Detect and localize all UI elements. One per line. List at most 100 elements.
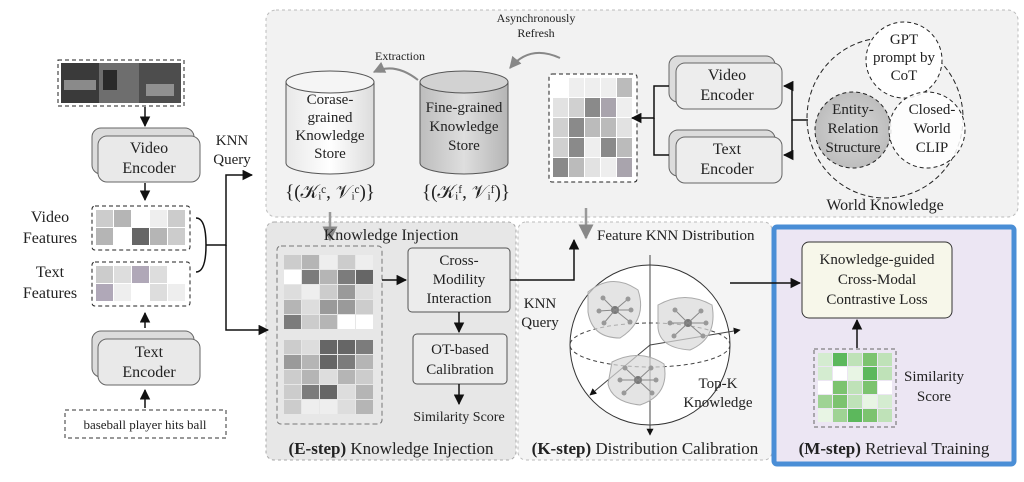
grid-cell	[848, 381, 862, 394]
contrastive-loss-box	[801, 241, 953, 319]
grid-cell	[168, 210, 185, 227]
grid-cell	[96, 210, 113, 227]
grid-cell	[320, 285, 337, 299]
grid-cell	[302, 400, 319, 414]
grid-cell	[585, 118, 600, 137]
grid-cell	[833, 395, 847, 408]
similarity-score-grid	[818, 353, 892, 422]
grid-cell	[302, 285, 319, 299]
text-features-label-2: Features	[23, 285, 77, 302]
closed-world-label-3: CLIP	[916, 140, 949, 156]
grid-cell	[96, 266, 113, 283]
knowledge-cluster-1	[587, 281, 642, 339]
grid-cell	[356, 300, 373, 314]
grid-cell	[863, 353, 877, 366]
injection-grid-frame	[276, 245, 383, 425]
grid-cell	[553, 98, 568, 117]
grid-cell	[132, 284, 149, 301]
grid-cell	[338, 370, 355, 384]
grid-cell	[302, 300, 319, 314]
grid-cell	[168, 266, 185, 283]
grid-cell	[320, 255, 337, 269]
grid-cell	[320, 315, 337, 329]
grid-cell	[114, 228, 131, 245]
feature-knn-label: Feature KNN Distribution	[597, 228, 755, 244]
knn-query-estep-2: Query	[521, 315, 559, 331]
grid-cell	[320, 300, 337, 314]
grid-cell	[150, 284, 167, 301]
grid-cell	[569, 98, 584, 117]
grid-cell	[833, 367, 847, 380]
grid-cell	[132, 210, 149, 227]
grid-cell	[284, 285, 301, 299]
async-refresh-label-1: Asynchronously	[497, 11, 576, 25]
video-encoder-knowledge: Video Encoder	[668, 55, 783, 110]
grid-cell	[356, 400, 373, 414]
grid-cell	[356, 355, 373, 369]
grid-cell	[553, 78, 568, 97]
text-encoder-label-1: Text	[135, 344, 164, 361]
gpt-label-2: prompt by	[873, 50, 936, 66]
grid-cell	[150, 266, 167, 283]
grid-cell	[320, 400, 337, 414]
coarse-formula: {(𝒦ᵢᶜ, 𝒱ᵢᶜ)}	[285, 182, 375, 203]
grid-cell	[818, 353, 832, 366]
grid-cell	[356, 315, 373, 329]
grid-cell	[338, 400, 355, 414]
knn-query-top-2: Query	[213, 152, 251, 168]
ot-calibration-label-2: Calibration	[426, 362, 494, 378]
similarity-grid-frame	[813, 348, 897, 428]
grid-cell	[284, 315, 301, 329]
grid-cell	[585, 138, 600, 157]
grid-cell	[617, 158, 632, 177]
similarity-score-estep: Similarity Score	[413, 410, 504, 425]
coarse-store-label-2: grained	[308, 110, 353, 126]
grid-cell	[356, 285, 373, 299]
fine-formula: {(𝒦ᵢᶠ, 𝒱ᵢᶠ)}	[422, 182, 510, 203]
entity-label-3: Structure	[826, 140, 881, 156]
knowledge-video-encoder-label-1: Video	[708, 67, 746, 84]
knowledge-text-encoder-label-2: Encoder	[700, 161, 754, 178]
grid-cell	[338, 340, 355, 354]
grid-cell	[356, 385, 373, 399]
grid-cell	[356, 255, 373, 269]
estep-bottom-label: (E-step) Knowledge Injection	[289, 439, 494, 458]
grid-cell	[356, 270, 373, 284]
video-features-label-2: Features	[23, 230, 77, 247]
grid-cell	[320, 340, 337, 354]
grid-cell	[150, 210, 167, 227]
grid-cell	[601, 98, 616, 117]
kstep-bottom-label: (K-step) Distribution Calibration	[532, 439, 759, 458]
grid-cell	[284, 300, 301, 314]
grid-cell	[302, 370, 319, 384]
coarse-store-label-3: Knowledge	[295, 128, 364, 144]
grid-cell	[284, 340, 301, 354]
grid-cell	[617, 138, 632, 157]
knowledge-feature-grid	[548, 73, 638, 183]
coarse-store-cylinder: Corase- grained Knowledge Store	[285, 70, 375, 175]
grid-cell	[338, 255, 355, 269]
fine-store-label-3: Store	[448, 138, 480, 154]
grid-cell	[617, 118, 632, 137]
grid-cell	[168, 284, 185, 301]
grid-cell	[569, 158, 584, 177]
knn-query-estep-1: KNN	[524, 296, 557, 312]
grid-cell	[338, 385, 355, 399]
kstep-label-rest: Distribution Calibration	[591, 439, 759, 458]
caption-box	[64, 409, 227, 439]
async-refresh-label-2: Refresh	[517, 26, 554, 40]
extraction-label: Extraction	[375, 49, 425, 63]
grid-cell	[132, 266, 149, 283]
grid-cell	[833, 381, 847, 394]
grid-cell	[114, 266, 131, 283]
grid-cell	[585, 98, 600, 117]
grid-cell	[302, 340, 319, 354]
knn-query-top-1: KNN	[216, 133, 249, 149]
grid-cell	[356, 370, 373, 384]
ot-calibration-label-1: OT-based	[431, 342, 489, 358]
estep-label-rest: Knowledge Injection	[346, 439, 494, 458]
grid-cell	[114, 284, 131, 301]
grid-cell	[284, 355, 301, 369]
grid-cell	[284, 385, 301, 399]
